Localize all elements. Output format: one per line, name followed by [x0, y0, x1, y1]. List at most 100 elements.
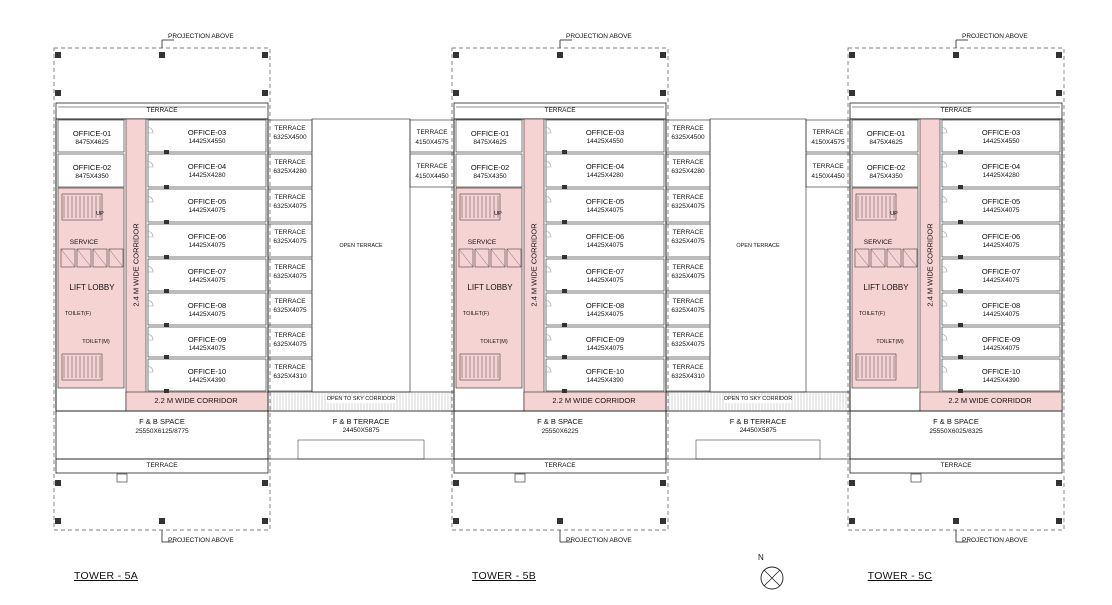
tower-1-right-terrace-7-dims: 6325X4075: [273, 341, 307, 348]
tower-3-drain-bottom: [910, 473, 922, 483]
tower-2-right-office-8: [545, 292, 665, 326]
tower-1-door-4: [146, 160, 154, 168]
tower-2-right-office-3-name: OFFICE-03: [585, 128, 625, 137]
tower-1-right-office-7-name: OFFICE-07: [187, 267, 227, 276]
tower-1-right-office-9: [147, 326, 267, 358]
tower-1-column-9: [159, 518, 165, 524]
tower-3-left-terrace-2-name: TERRACE: [812, 163, 844, 170]
tower-1-right-office-9-name: OFFICE-09: [187, 335, 227, 344]
tower-1-column-5: [262, 480, 268, 486]
tower-2-office-col-4: [562, 289, 567, 293]
link-1-open-terrace: [311, 118, 411, 393]
tower-1-right-office-3: [147, 119, 267, 153]
tower-2-lift-2: [474, 248, 490, 268]
tower-2-lift-2-x1: [474, 248, 490, 268]
tower-3-lift-1-x1: [854, 248, 870, 268]
tower-3-left-terrace-2: [805, 153, 851, 188]
tower-1-lift-4-x1: [108, 248, 124, 268]
tower-1-right-terrace-1-dims: 6325X4500: [273, 134, 307, 141]
tower-2-right-terrace-8-name: TERRACE: [672, 364, 704, 371]
tower-2-office-col-0: [562, 150, 567, 154]
link-2-open-terrace-label: OPEN TERRACE: [736, 243, 780, 249]
tower-3-right-office-10: [941, 358, 1061, 392]
tower-2-door-6: [544, 230, 552, 238]
tower-3-right-office-10-name: OFFICE-10: [981, 367, 1021, 376]
tower-2-door-10: [544, 365, 552, 373]
tower-1-drain-bottom: [116, 473, 128, 483]
tower-1-right-office-6-name: OFFICE-06: [187, 232, 227, 241]
link-1-fb-terrace-inner: [297, 439, 425, 460]
tower-2-column-3: [660, 90, 666, 96]
tower-1-right-office-5-dims: 14425X4075: [188, 207, 226, 214]
tower-2-right-office-6-dims: 14425X4075: [586, 242, 624, 249]
tower-2-lift-1-x1: [458, 248, 474, 268]
link-1-fb-terrace-dims: 24450X5875: [342, 427, 380, 434]
tower-2-fb-name: F & B SPACE: [537, 417, 583, 426]
tower-3-right-office-8: [941, 292, 1061, 326]
tower-3-door-6: [940, 230, 948, 238]
tower-1-door-8: [146, 299, 154, 307]
tower-3-door-3: [940, 126, 948, 134]
tower-2-right-terrace-2-name: TERRACE: [672, 159, 704, 166]
tower-1-left-office-1-name: OFFICE-01: [72, 129, 112, 138]
tower-1-office-col-1: [164, 185, 169, 189]
tower-1-office-col-3: [164, 255, 169, 259]
tower-3-office-col-3: [958, 255, 963, 259]
tower-3-column-4: [849, 480, 855, 486]
tower-2-up-label: UP: [494, 211, 502, 217]
tower-2-left-office-1-name: OFFICE-01: [470, 129, 510, 138]
tower-2-left-terrace-1-dims: 4150X4575: [415, 139, 449, 146]
tower-2-right-office-6-name: OFFICE-06: [585, 232, 625, 241]
tower-3-title: TOWER - 5C: [867, 570, 933, 582]
tower-1-left-office-1-dims: 8475X4625: [75, 139, 109, 146]
tower-3-column-3: [1056, 90, 1062, 96]
tower-3-projection-bottom-label: PROJECTION ABOVE: [962, 537, 1028, 544]
link-2-sky-corridor-label: OPEN TO SKY CORRIDOR: [723, 396, 793, 403]
tower-1-column-7: [262, 518, 268, 524]
tower-2-terrace-bottom-label: TERRACE: [544, 462, 576, 469]
tower-3-right-office-7: [941, 258, 1061, 292]
tower-2-left-office-2-name: OFFICE-02: [470, 163, 510, 172]
tower-1-right-terrace-6-dims: 6325X4075: [273, 307, 307, 314]
tower-1-lift-2-x1: [76, 248, 92, 268]
tower-1-lift-2: [76, 248, 92, 268]
tower-3-right-office-5: [941, 188, 1061, 223]
tower-1-column-8: [159, 52, 165, 58]
tower-3-fb-dims: 25550X6025/8325: [929, 428, 983, 435]
tower-2-right-office-4-name: OFFICE-04: [585, 162, 625, 171]
tower-3-office-col-4: [958, 289, 963, 293]
tower-1-column-2: [55, 90, 61, 96]
tower-2-right-terrace-2-dims: 6325X4280: [671, 168, 705, 175]
tower-3-right-office-3-name: OFFICE-03: [981, 128, 1021, 137]
tower-3-column-8: [953, 52, 959, 58]
tower-2-door-4: [544, 160, 552, 168]
tower-2-office-col-7: [562, 389, 567, 393]
tower-3-column-0: [849, 52, 855, 58]
tower-3-toilet-m-label: TOILET(M): [876, 339, 904, 345]
tower-2-stair-2: [459, 353, 501, 381]
tower-2-door-5: [544, 195, 552, 203]
tower-1-left-office-2-dims: 8475X4350: [75, 173, 109, 180]
tower-2-left-terrace-1-name: TERRACE: [416, 129, 448, 136]
tower-3-right-office-8-name: OFFICE-08: [981, 301, 1021, 310]
tower-2-column-2: [453, 90, 459, 96]
tower-3-lift-2-x1: [870, 248, 886, 268]
tower-2-lift-4: [506, 248, 522, 268]
tower-2-lift-3-x1: [490, 248, 506, 268]
tower-3-core-area: [851, 187, 919, 389]
tower-1-right-terrace-1-name: TERRACE: [274, 125, 306, 132]
tower-2-right-terrace-5-name: TERRACE: [672, 264, 704, 271]
tower-1-lift-lobby-label: LIFT LOBBY: [69, 283, 115, 292]
tower-3-office-col-7: [958, 389, 963, 393]
tower-2-column-5: [660, 480, 666, 486]
tower-3-door-5: [940, 195, 948, 203]
tower-3-right-office-9-dims: 14425X4075: [982, 345, 1020, 352]
tower-3-office-col-0: [958, 150, 963, 154]
tower-1-lift-1: [60, 248, 76, 268]
tower-2-right-terrace-4-name: TERRACE: [672, 229, 704, 236]
tower-1-right-office-10-dims: 14425X4390: [188, 377, 226, 384]
tower-1-left-office-2-name: OFFICE-02: [72, 163, 112, 172]
tower-1-right-office-4: [147, 153, 267, 188]
tower-1-right-terrace-3-name: TERRACE: [274, 194, 306, 201]
tower-3-door-9: [940, 333, 948, 341]
